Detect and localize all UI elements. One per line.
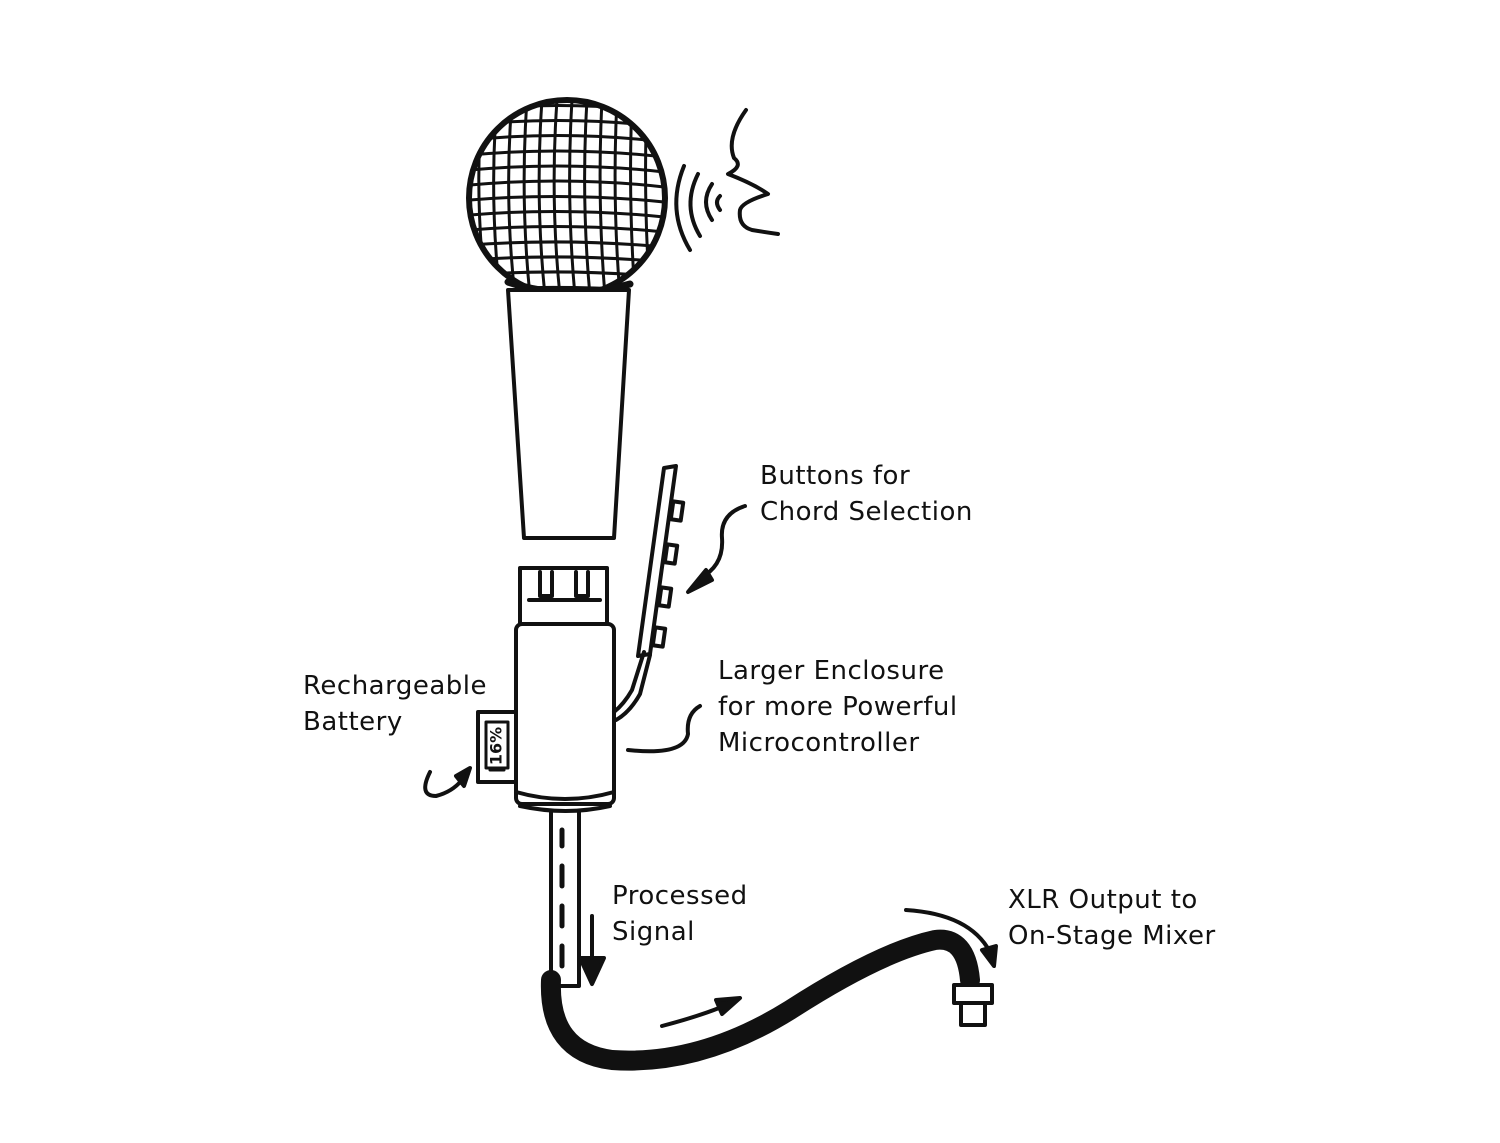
battery-level-text: 16% [487,727,506,765]
connector-plug [518,566,609,627]
label-line: Processed [612,881,748,911]
label-larger-enclosure: Larger Enclosure for more Powerful Micro… [718,653,958,761]
label-rechargeable-battery: Rechargeable Battery [303,668,487,740]
microphone-grille-icon [466,97,668,299]
label-line: Microcontroller [718,728,920,758]
label-processed-signal: Processed Signal [612,878,748,950]
label-line: Signal [612,917,695,947]
battery-icon [476,710,518,784]
label-line: On-Stage Mixer [1008,921,1216,951]
label-line: for more Powerful [718,692,958,722]
enclosure-body [514,622,616,813]
label-line: Larger Enclosure [718,656,945,686]
label-xlr-output: XLR Output to On-Stage Mixer [1008,882,1216,954]
xlr-connector-icon [952,983,994,1027]
output-cable [540,810,980,1071]
label-buttons-for-chord-selection: Buttons for Chord Selection [760,458,973,530]
label-line: XLR Output to [1008,885,1198,915]
label-line: Buttons for [760,461,911,491]
label-line: Rechargeable [303,671,487,701]
label-line: Battery [303,707,403,737]
label-line: Chord Selection [760,497,973,527]
chord-button-strip [612,464,686,722]
mouth-profile-icon [726,108,780,236]
microphone-handle [506,288,631,540]
sound-waves-icon [674,164,722,252]
arrow-icon [423,504,998,1028]
